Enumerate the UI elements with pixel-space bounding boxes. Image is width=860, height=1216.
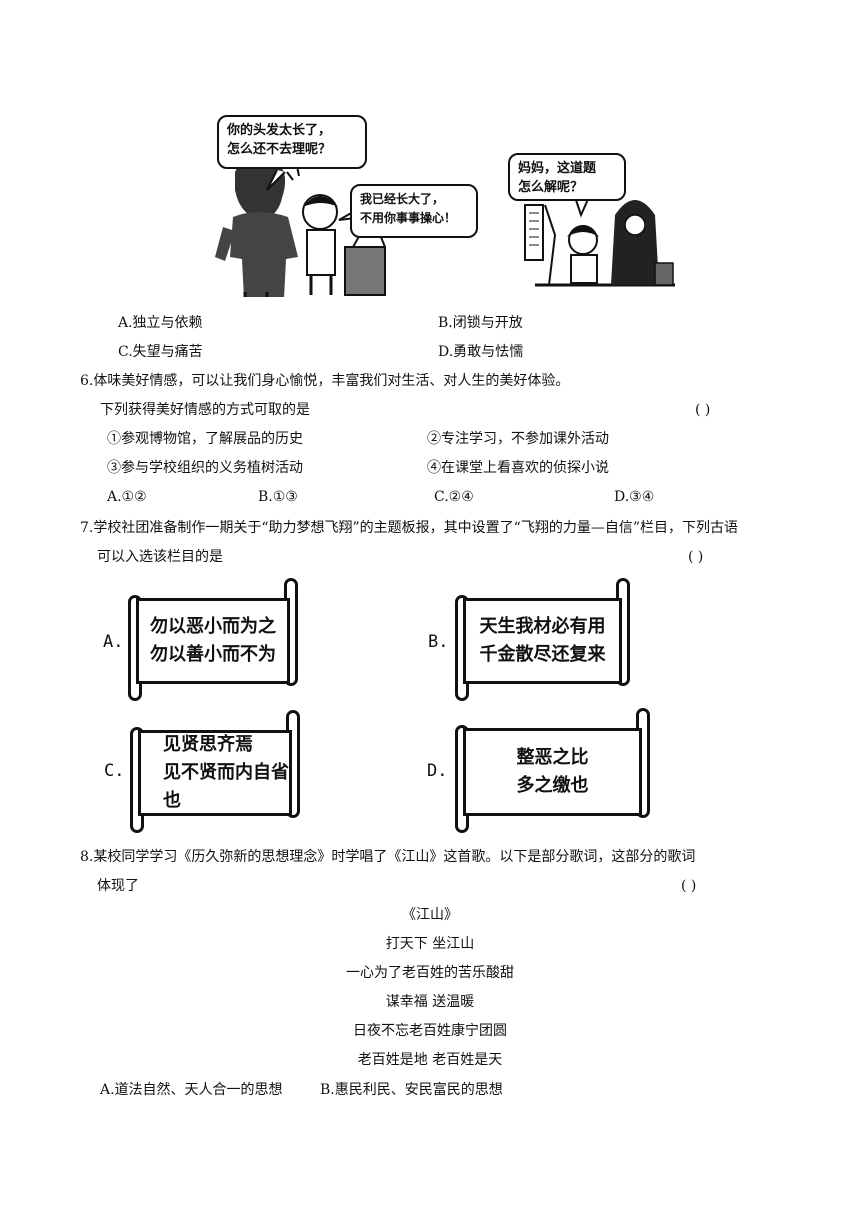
q8-stem-line-1: 8.某校同学学习《历久弥新的思想理念》时学唱了《江山》这首歌。以下是部分歌词，这… xyxy=(80,849,696,865)
q5-option-a[interactable]: A.独立与依赖 xyxy=(118,315,203,331)
q6-option-a[interactable]: A.①② xyxy=(107,489,147,505)
lyric-line-5: 老百姓是地 老百姓是天 xyxy=(357,1052,503,1068)
q7-answer-paren[interactable]: ( ) xyxy=(688,549,704,565)
scroll-d-line-1: 整恶之比 xyxy=(516,747,589,768)
q6-item-2: ②专注学习，不参加课外活动 xyxy=(427,431,609,447)
q6-stem-line-1: 6.体味美好情感，可以让我们身心愉悦，丰富我们对生活、对人生的美好体验。 xyxy=(80,373,570,389)
q5-option-c[interactable]: C.失望与痛苦 xyxy=(118,344,203,360)
girl-mother-illustration xyxy=(524,196,675,287)
q7-stem-line-1: 7.学校社团准备制作一期关于“助力梦想飞翔”的主题板报，其中设置了“飞翔的力量—… xyxy=(80,520,738,536)
scroll-a[interactable]: 勿以恶小而为之 勿以善小而不为 xyxy=(128,578,298,703)
q6-item-1: ①参观博物馆，了解展品的历史 xyxy=(107,431,303,447)
q8-option-a[interactable]: A.道法自然、天人合一的思想 xyxy=(100,1082,283,1098)
lyric-line-3: 谋幸福 送温暖 xyxy=(385,994,475,1010)
q8-stem-line-2: 体现了 xyxy=(97,878,139,894)
q5-option-b[interactable]: B.闭锁与开放 xyxy=(438,315,523,331)
q6-option-b[interactable]: B.①③ xyxy=(258,489,298,505)
q6-answer-paren[interactable]: ( ) xyxy=(695,402,711,418)
mother-speech-bubble: 你的头发太长了， 怎么还不去理呢？ xyxy=(217,115,367,169)
son-bubble-line-2: 不用你事事操心！ xyxy=(360,211,457,225)
scroll-c-line-1: 见贤思齐焉 xyxy=(163,734,253,755)
scroll-b[interactable]: 天生我材必有用 千金散尽还复来 xyxy=(455,578,630,703)
q8-option-b[interactable]: B.惠民利民、安民富民的思想 xyxy=(320,1082,503,1098)
q8-answer-paren[interactable]: ( ) xyxy=(681,878,697,894)
q6-item-4: ④在课堂上看喜欢的侦探小说 xyxy=(427,460,609,476)
scroll-c-line-2: 见不贤而内自省也 xyxy=(163,762,289,811)
girl-speech-bubble: 妈妈，这道题 怎么解呢？ xyxy=(508,153,626,201)
lyric-line-1: 打天下 坐江山 xyxy=(385,936,475,952)
scroll-c[interactable]: 见贤思齐焉 见不贤而内自省也 xyxy=(130,710,300,835)
scroll-c-letter: C. xyxy=(104,761,125,781)
q7-stem-line-2: 可以入选该栏目的是 xyxy=(97,549,223,565)
scroll-d[interactable]: 整恶之比 多之缴也 xyxy=(455,708,650,836)
lyric-line-2: 一心为了老百姓的苦乐酸甜 xyxy=(346,965,514,981)
scroll-d-line-2: 多之缴也 xyxy=(516,775,589,796)
scroll-a-letter: A. xyxy=(103,632,124,652)
scroll-b-line-2: 千金散尽还复来 xyxy=(479,644,606,665)
girl-bubble-line-1: 妈妈，这道题 xyxy=(518,161,597,176)
q6-option-c[interactable]: C.②④ xyxy=(434,489,474,505)
scroll-b-letter: B. xyxy=(428,632,449,652)
mother-son-illustration xyxy=(215,155,386,297)
son-bubble-line-1: 我已经长大了， xyxy=(360,192,445,206)
scroll-a-line-1: 勿以恶小而为之 xyxy=(150,616,276,637)
cartoon-right: 妈妈，这道题 怎么解呢？ xyxy=(505,145,677,297)
son-speech-bubble: 我已经长大了， 不用你事事操心！ xyxy=(350,184,478,238)
girl-bubble-line-2: 怎么解呢？ xyxy=(518,180,584,195)
lyric-line-4: 日夜不忘老百姓康宁团圆 xyxy=(353,1023,507,1039)
scroll-a-line-2: 勿以善小而不为 xyxy=(150,644,276,665)
mother-bubble-line-1: 你的头发太长了， xyxy=(227,123,332,138)
q6-option-d[interactable]: D.③④ xyxy=(614,489,655,505)
mother-bubble-line-2: 怎么还不去理呢？ xyxy=(227,142,332,157)
song-title: 《江山》 xyxy=(402,907,458,923)
scroll-b-line-1: 天生我材必有用 xyxy=(479,616,606,637)
q6-stem-line-2: 下列获得美好情感的方式可取的是 xyxy=(100,402,310,418)
cartoon-left: 你的头发太长了， 怎么还不去理呢？ 我已经长大了， 不用你事事操心！ xyxy=(205,112,480,297)
q5-option-d[interactable]: D.勇敢与怯懦 xyxy=(438,344,524,360)
q6-item-3: ③参与学校组织的义务植树活动 xyxy=(107,460,303,476)
scroll-d-letter: D. xyxy=(427,761,448,781)
